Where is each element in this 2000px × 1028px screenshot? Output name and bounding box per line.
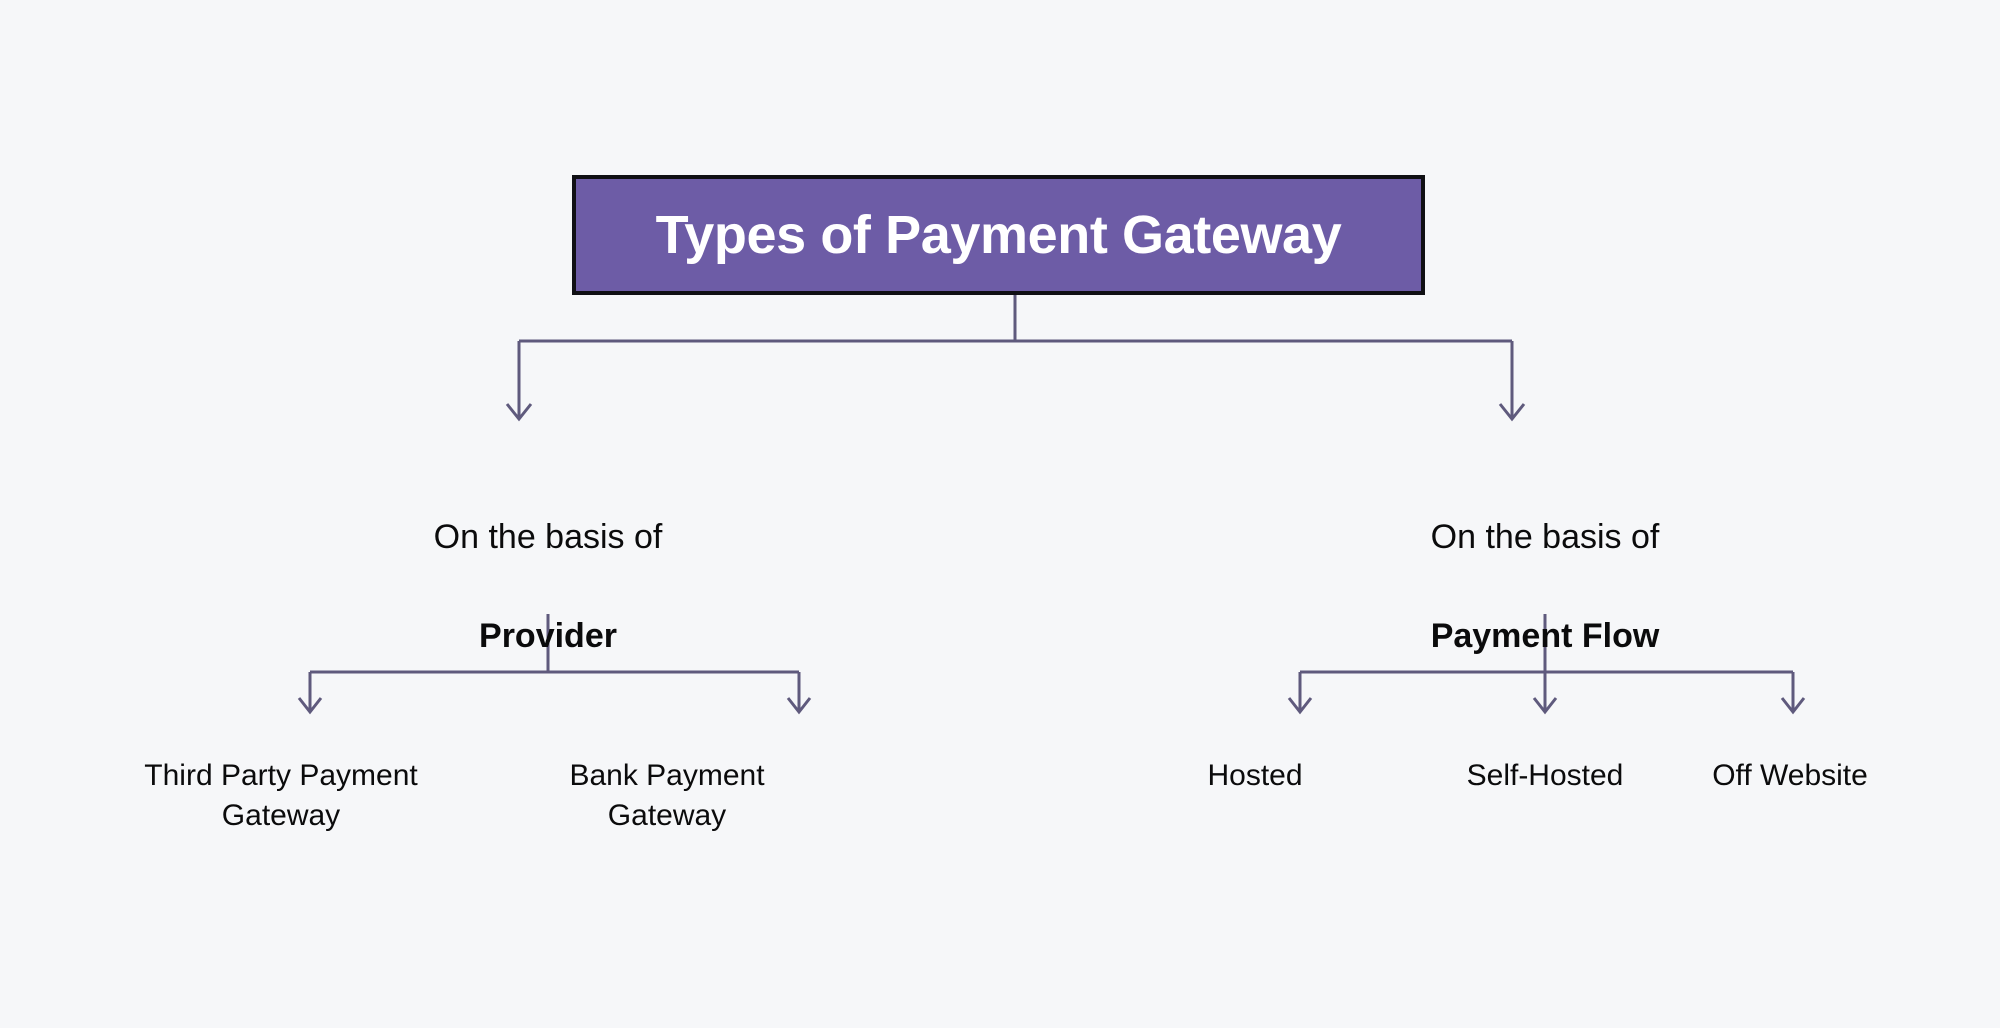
branch-node-payment-flow[interactable]: On the basis of Payment Flow xyxy=(1285,470,1805,704)
root-node-label: Types of Payment Gateway xyxy=(655,204,1342,265)
arrowhead-root-to-branch-1 xyxy=(1498,403,1526,422)
leaf-node-hosted[interactable]: Hosted xyxy=(1207,759,1303,792)
leaf-node-off-website[interactable]: Off Website xyxy=(1712,759,1868,792)
leaf-node-third-party-payment-gateway[interactable]: Third Party Payment Gateway xyxy=(144,759,418,832)
branch-node-payment-flow-title: Payment Flow xyxy=(1430,616,1660,655)
branch-node-payment-flow-lead: On the basis of xyxy=(1430,518,1660,557)
branch-node-provider-title: Provider xyxy=(479,616,617,655)
leaf-node-self-hosted[interactable]: Self-Hosted xyxy=(1466,759,1624,792)
root-node-types-of-payment-gateway[interactable]: Types of Payment Gateway xyxy=(572,175,1425,295)
arrowhead-root-to-branch-0 xyxy=(505,403,533,422)
branch-node-provider-lead: On the basis of xyxy=(433,518,663,557)
leaf-node-bank-payment-gateway[interactable]: Bank Payment Gateway xyxy=(569,759,765,832)
branch-node-provider[interactable]: On the basis of Provider xyxy=(288,470,808,704)
